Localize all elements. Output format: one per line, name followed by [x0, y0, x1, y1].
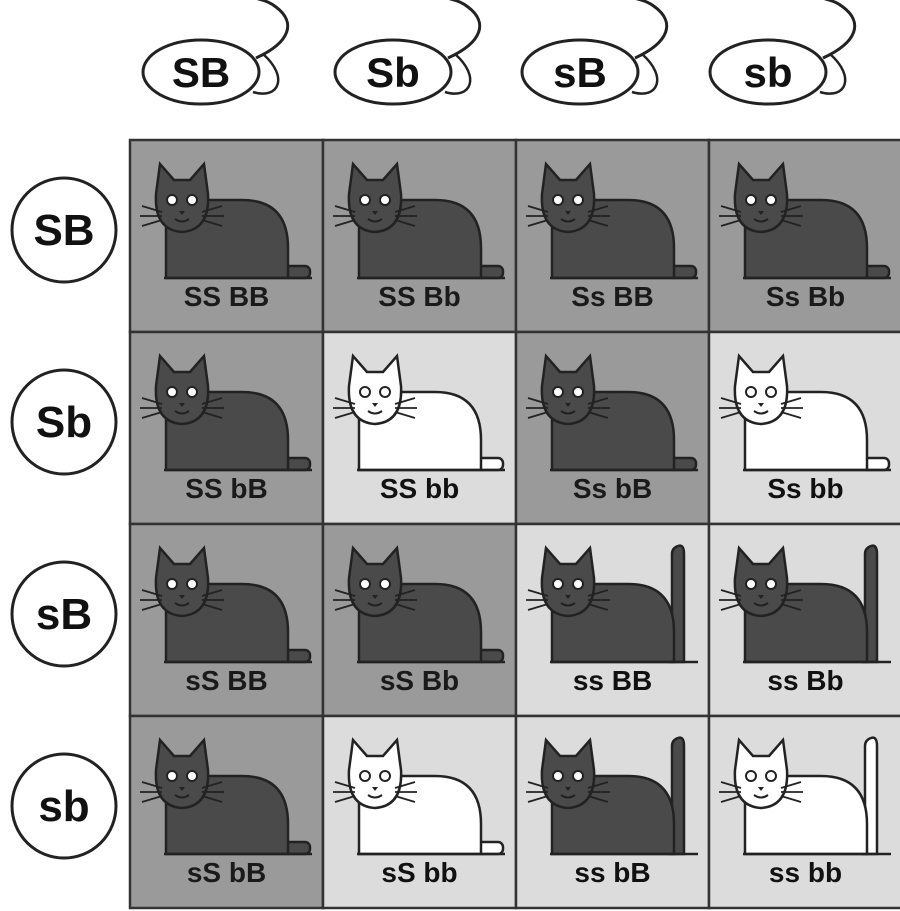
- side-gamete-1: SB: [12, 178, 116, 282]
- top-gamete-1: SB: [143, 0, 288, 104]
- cat-eye: [360, 771, 370, 781]
- genotype-label: sS BB: [185, 665, 267, 696]
- punnett-cell: ss Bb: [709, 524, 900, 716]
- punnett-cell: Ss bB: [516, 332, 709, 524]
- cat-eye: [360, 387, 370, 397]
- punnett-cell: Ss bb: [709, 332, 900, 524]
- punnett-cell: ss BB: [516, 524, 709, 716]
- cat-eye: [746, 579, 756, 589]
- top-gamete-label: sb: [743, 49, 792, 96]
- cat-eye: [380, 579, 390, 589]
- genotype-label: ss Bb: [767, 665, 843, 696]
- cat-eye: [766, 579, 776, 589]
- punnett-cell: Ss BB: [516, 140, 709, 332]
- genotype-label: ss BB: [573, 665, 652, 696]
- cat-eye: [553, 771, 563, 781]
- cat-eye: [766, 771, 776, 781]
- top-gamete-label: SB: [172, 49, 230, 96]
- side-gamete-2: Sb: [12, 370, 116, 474]
- punnett-cell: sS bB: [130, 716, 323, 908]
- punnett-cell: SS BB: [130, 140, 323, 332]
- side-gamete-4: sb: [12, 754, 116, 858]
- genotype-label: sS bB: [187, 857, 266, 888]
- cat-eye: [573, 387, 583, 397]
- cat-eye: [380, 771, 390, 781]
- sperm-tail: [441, 0, 480, 58]
- genotype-label: Ss Bb: [766, 281, 845, 312]
- top-gamete-3: sB: [522, 0, 667, 104]
- cat-eye: [746, 195, 756, 205]
- genotype-label: SS bb: [380, 473, 459, 504]
- cat-eye: [553, 387, 563, 397]
- top-gamete-label: sB: [553, 49, 607, 96]
- cat-eye: [167, 387, 177, 397]
- cat-eye: [746, 387, 756, 397]
- sperm-tail: [816, 0, 855, 58]
- side-gamete-3: sB: [12, 562, 116, 666]
- cat-eye: [573, 579, 583, 589]
- side-gamete-headers: SB Sb sB sb: [12, 178, 116, 858]
- side-gamete-label: sB: [36, 590, 92, 639]
- cat-eye: [380, 387, 390, 397]
- punnett-grid: SS BB SS Bb Ss BB Ss Bb SS bB SS bb Ss bB Ss bb…: [130, 140, 900, 908]
- punnett-cell: sS Bb: [323, 524, 516, 716]
- punnett-cell: SS bb: [323, 332, 516, 524]
- punnett-cell: sS BB: [130, 524, 323, 716]
- cat-eye: [766, 195, 776, 205]
- cat-eye: [187, 579, 197, 589]
- side-gamete-label: SB: [33, 206, 94, 255]
- cat-eye: [187, 771, 197, 781]
- sperm-tail: [249, 0, 288, 58]
- top-gamete-2: Sb: [335, 0, 480, 104]
- genotype-label: SS bB: [185, 473, 267, 504]
- punnett-cell: ss bB: [516, 716, 709, 908]
- punnett-cell: sS bb: [323, 716, 516, 908]
- genotype-label: SS Bb: [378, 281, 460, 312]
- genotype-label: SS BB: [184, 281, 270, 312]
- cat-eye: [360, 195, 370, 205]
- top-gamete-label: Sb: [366, 49, 420, 96]
- cat-eye: [360, 579, 370, 589]
- side-gamete-label: sb: [38, 782, 89, 831]
- punnett-cell: SS bB: [130, 332, 323, 524]
- cat-eye: [167, 195, 177, 205]
- side-gamete-label: Sb: [36, 398, 92, 447]
- cat-eye: [553, 195, 563, 205]
- genotype-label: Ss bB: [573, 473, 652, 504]
- punnett-cell: Ss Bb: [709, 140, 900, 332]
- punnett-cell: ss bb: [709, 716, 900, 908]
- cat-eye: [167, 579, 177, 589]
- sperm-tail: [628, 0, 667, 58]
- top-gamete-headers: SB Sb sB sb: [143, 0, 855, 104]
- genotype-label: ss bb: [769, 857, 842, 888]
- cat-eye: [573, 771, 583, 781]
- cat-eye: [187, 387, 197, 397]
- cat-eye: [573, 195, 583, 205]
- cat-eye: [380, 195, 390, 205]
- top-gamete-4: sb: [710, 0, 855, 104]
- cat-eye: [553, 579, 563, 589]
- genotype-label: ss bB: [574, 857, 650, 888]
- cat-eye: [766, 387, 776, 397]
- cat-eye: [746, 771, 756, 781]
- cat-eye: [167, 771, 177, 781]
- genotype-label: Ss bb: [767, 473, 843, 504]
- genotype-label: Ss BB: [571, 281, 653, 312]
- cat-eye: [187, 195, 197, 205]
- genotype-label: sS bb: [381, 857, 457, 888]
- punnett-cell: SS Bb: [323, 140, 516, 332]
- genotype-label: sS Bb: [380, 665, 459, 696]
